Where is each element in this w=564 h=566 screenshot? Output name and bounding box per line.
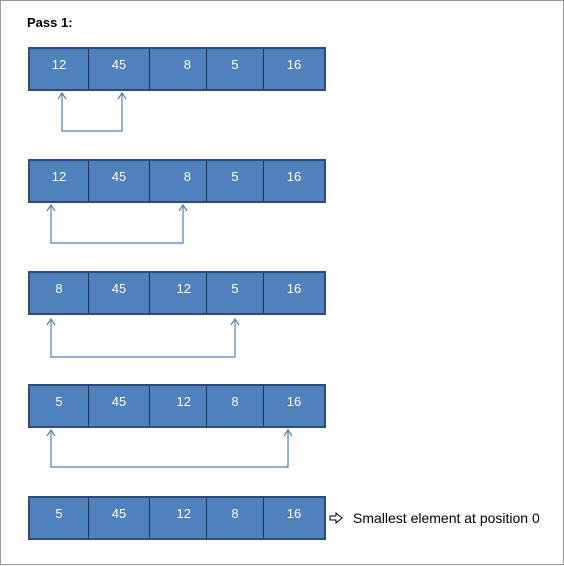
array-row-3: 8 45 12 5 16 xyxy=(28,271,326,315)
array-cell: 12 xyxy=(150,386,207,426)
array-cell: 45 xyxy=(89,49,150,89)
arrowhead-icon xyxy=(283,428,293,437)
array-cell: 16 xyxy=(286,281,302,296)
compare-connector-1 xyxy=(61,93,123,132)
result-note: Smallest element at position 0 xyxy=(329,510,540,526)
array-cell: 8 xyxy=(150,161,207,201)
arrowhead-icon xyxy=(178,203,188,212)
array-row-4: 5 45 12 8 16 xyxy=(28,384,326,428)
array-cell: 5 xyxy=(207,161,264,201)
array-cell: 12 xyxy=(150,498,207,538)
array-cell: 16 xyxy=(286,394,302,409)
array-cell: 5 xyxy=(207,273,264,313)
array-row-2: 12 45 8 5 16 xyxy=(28,159,326,203)
array-cell: 12 xyxy=(150,273,207,313)
array-cell: 8 xyxy=(207,386,264,426)
array-cell: 12 xyxy=(30,161,89,201)
arrowhead-icon xyxy=(230,317,240,326)
array-cell: 16 xyxy=(286,506,302,521)
arrowhead-icon xyxy=(46,317,56,326)
array-cell: 5 xyxy=(30,386,89,426)
array-cell: 8 xyxy=(150,49,207,89)
array-cell: 16 xyxy=(286,57,302,72)
array-cell: 5 xyxy=(207,49,264,89)
arrowhead-icon xyxy=(117,91,127,100)
right-arrow-outline-icon xyxy=(329,512,343,524)
pass-title: Pass 1: xyxy=(27,15,73,30)
array-cell: 45 xyxy=(89,386,150,426)
array-cell: 8 xyxy=(207,498,264,538)
array-row-1: 12 45 8 5 16 xyxy=(28,47,326,91)
array-cell: 8 xyxy=(30,273,89,313)
arrowhead-icon xyxy=(57,91,67,100)
compare-connector-2 xyxy=(50,205,184,244)
array-cell: 45 xyxy=(89,273,150,313)
compare-connector-3 xyxy=(50,319,236,358)
array-cell: 16 xyxy=(286,169,302,184)
array-cell: 12 xyxy=(30,49,89,89)
array-row-5: 5 45 12 8 16 xyxy=(28,496,326,540)
arrowhead-icon xyxy=(46,203,56,212)
arrowhead-icon xyxy=(46,428,56,437)
array-cell: 45 xyxy=(89,498,150,538)
result-note-text: Smallest element at position 0 xyxy=(353,510,540,526)
array-cell: 45 xyxy=(89,161,150,201)
compare-connector-4 xyxy=(50,430,289,468)
array-cell: 5 xyxy=(30,498,89,538)
